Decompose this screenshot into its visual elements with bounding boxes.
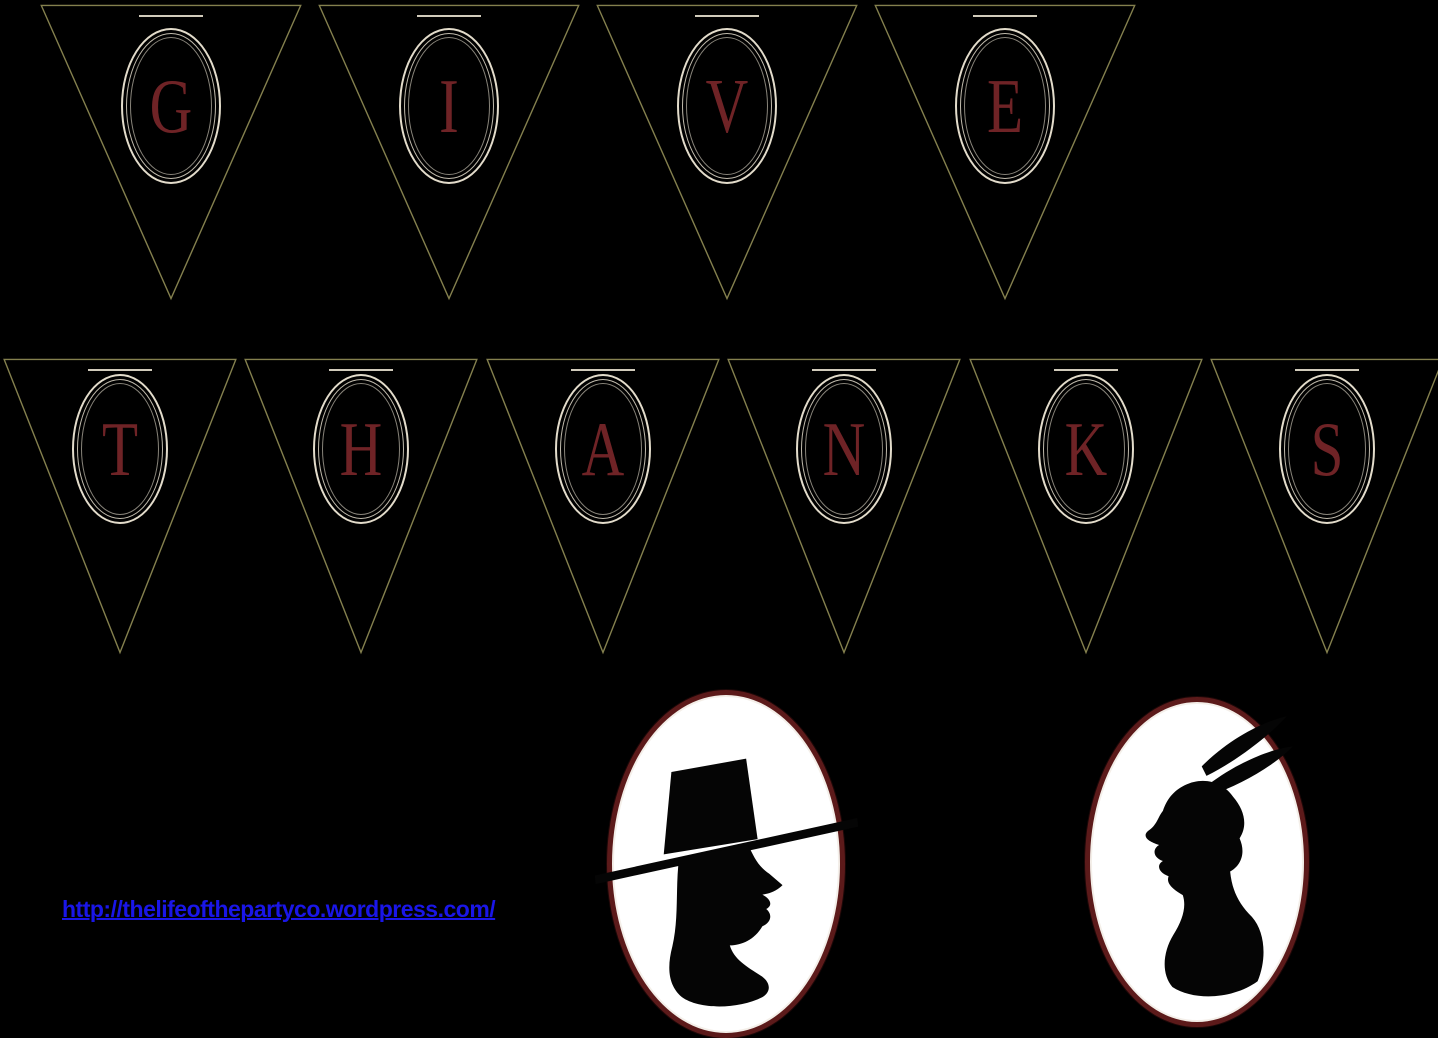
pennant-outline — [874, 4, 1136, 300]
fold-line — [1054, 369, 1118, 371]
ornate-oval-frame: A — [555, 374, 651, 524]
banner-letter: N — [822, 405, 866, 493]
ornate-oval-frame: K — [1038, 374, 1134, 524]
fold-line — [1295, 369, 1359, 371]
ornate-oval-frame: H — [313, 374, 409, 524]
pennant: T — [3, 358, 237, 654]
ornate-oval-frame: I — [399, 28, 499, 184]
pennant: A — [486, 358, 720, 654]
pilgrim-medallion — [594, 690, 859, 1038]
website-link[interactable]: http://thelifeofthepartyco.wordpress.com… — [62, 896, 496, 922]
pennant: G — [40, 4, 302, 300]
pilgrim-silhouette-icon — [594, 758, 859, 1007]
fold-line — [812, 369, 876, 371]
banner-letter: K — [1064, 405, 1108, 493]
ornate-oval-frame: G — [121, 28, 221, 184]
banner-letter: G — [149, 62, 193, 150]
fold-line — [571, 369, 635, 371]
pennant: S — [1210, 358, 1438, 654]
ornate-oval-frame: S — [1279, 374, 1375, 524]
pennant-outline — [244, 358, 478, 654]
fold-line — [973, 15, 1037, 17]
ornate-oval-frame: V — [677, 28, 777, 184]
native-american-medallion — [1085, 697, 1309, 1027]
pennant-outline — [727, 358, 961, 654]
pennant: H — [244, 358, 478, 654]
pennant-outline — [596, 4, 858, 300]
ornate-oval-frame: E — [955, 28, 1055, 184]
pennant: I — [318, 4, 580, 300]
fold-line — [695, 15, 759, 17]
ornate-oval-frame: N — [796, 374, 892, 524]
pennant-outline — [486, 358, 720, 654]
pennant: K — [969, 358, 1203, 654]
fold-line — [139, 15, 203, 17]
ornate-oval-frame: T — [72, 374, 168, 524]
pennant-outline — [318, 4, 580, 300]
pennant-outline — [1210, 358, 1438, 654]
pennant-outline — [3, 358, 237, 654]
fold-line — [329, 369, 393, 371]
banner-letter: I — [439, 62, 459, 150]
banner-letter: S — [1310, 405, 1344, 493]
banner-letter: T — [101, 405, 139, 493]
pennant: V — [596, 4, 858, 300]
banner-letter: A — [581, 405, 625, 493]
banner-letter: E — [986, 62, 1024, 150]
pennant: N — [727, 358, 961, 654]
banner-letter: V — [705, 62, 749, 150]
pennant: E — [874, 4, 1136, 300]
native-american-silhouette-icon — [1145, 716, 1293, 997]
fold-line — [88, 369, 152, 371]
pennant-outline — [40, 4, 302, 300]
pennant-outline — [969, 358, 1203, 654]
fold-line — [417, 15, 481, 17]
banner-letter: H — [339, 405, 383, 493]
